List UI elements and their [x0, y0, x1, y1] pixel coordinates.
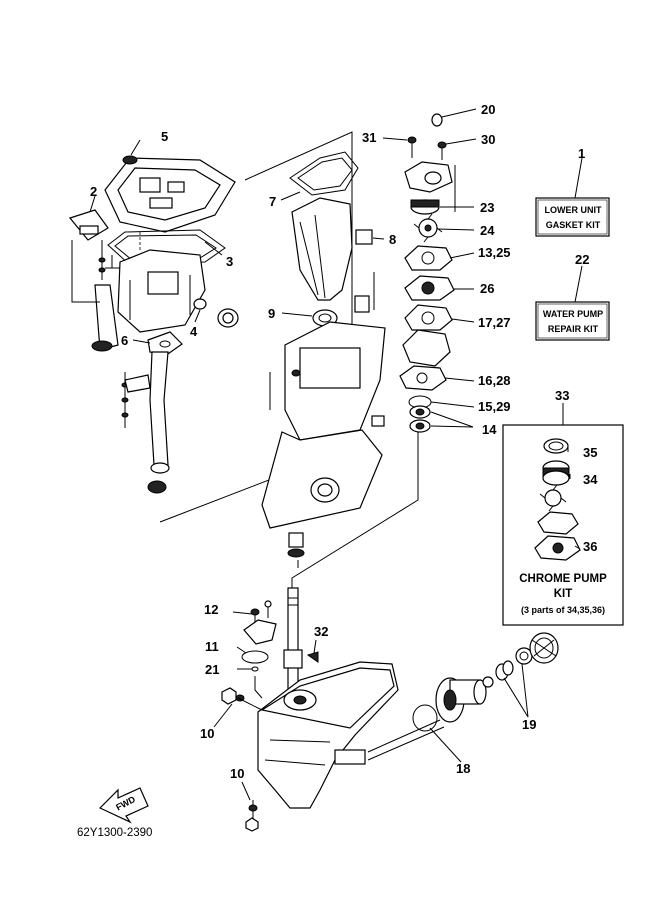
callout-21: 21: [205, 662, 219, 677]
outer-plate-cartridge: [402, 329, 451, 367]
callout-10-upper: 10: [200, 726, 214, 741]
driveshaft: [283, 587, 303, 694]
callout-11: 11: [205, 639, 219, 654]
lower-unit-gasket-kit-box: LOWER UNIT GASKET KIT: [535, 197, 610, 237]
callout-10-lower: 10: [230, 766, 244, 781]
impeller-24: [413, 213, 443, 243]
repair-kit-line1: WATER PUMP: [543, 309, 603, 319]
callout-15-29: 15,29: [478, 399, 511, 414]
bolt-12-and-plate: [243, 600, 277, 645]
oil-seals-14: [409, 405, 431, 433]
housing-bracket-lines: [159, 131, 456, 523]
callout-4: 4: [190, 324, 198, 339]
callout-12: 12: [204, 602, 218, 617]
dashed-guides-left: [71, 232, 141, 303]
bolt-10-lower: [245, 800, 259, 832]
o-ring-18: [412, 704, 438, 732]
o-ring-11: [241, 650, 269, 664]
callout-13-25: 13,25: [478, 245, 511, 260]
o-ring-21: [251, 666, 259, 672]
chrome-kit-line3: (3 parts of 34,35,36): [521, 605, 605, 615]
water-tube-assembly: [91, 255, 120, 352]
grommet-5: [122, 155, 138, 165]
callout-3: 3: [226, 254, 233, 269]
gasket-kit-line1: LOWER UNIT: [545, 205, 602, 215]
callout-8: 8: [389, 232, 396, 247]
callout-32: 32: [314, 624, 328, 639]
callout-34: 34: [583, 472, 598, 487]
callout-17-27: 17,27: [478, 315, 511, 330]
fwd-arrow: FWD: [98, 787, 149, 824]
leader-lines: [89, 108, 583, 801]
callout-24: 24: [480, 223, 495, 238]
oil-pan: [291, 197, 353, 301]
gasket-17-27: [404, 304, 453, 331]
water-tube: [147, 351, 170, 494]
damper-8: [355, 229, 373, 245]
chrome-pump-kit-box: CHROME PUMP KIT (3 parts of 34,35,36): [502, 424, 624, 626]
callout-33: 33: [555, 388, 569, 403]
plate-6: [147, 331, 183, 357]
gasket-13-25: [404, 245, 453, 271]
plate-26: [404, 275, 455, 301]
callout-22: 22: [575, 252, 589, 267]
callout-2: 2: [90, 184, 97, 199]
callout-18: 18: [456, 761, 470, 776]
bearings-19: [495, 632, 559, 681]
gear-case: [257, 661, 445, 809]
gasket-16-28: [399, 365, 447, 391]
callout-35: 35: [583, 445, 597, 460]
bolts-left: [98, 240, 151, 428]
callout-1: 1: [578, 146, 585, 161]
key-32: [306, 651, 319, 663]
upper-casing: [261, 272, 386, 529]
callout-16-28: 16,28: [478, 373, 511, 388]
bracket-2: [68, 209, 109, 241]
lower-housing-assembly: [117, 249, 206, 333]
callout-7: 7: [269, 194, 276, 209]
callout-31: 31: [362, 130, 376, 145]
insert-cartridge-23: [410, 199, 440, 215]
callout-9: 9: [268, 306, 275, 321]
callout-26: 26: [480, 281, 494, 296]
callout-19: 19: [522, 717, 536, 732]
chrome-kit-line1: CHROME PUMP: [519, 573, 607, 585]
chrome-kit-line2: KIT: [554, 588, 573, 600]
upper-casing-cover: [104, 157, 236, 233]
bushing-under-housing: [287, 532, 305, 568]
bearing-housing: [435, 676, 494, 723]
water-pump-repair-kit-box: WATER PUMP REPAIR KIT: [535, 301, 610, 341]
bracket-to-driveshaft-lines: [291, 432, 419, 590]
repair-kit-line2: REPAIR KIT: [548, 324, 599, 334]
gasket-kit-line2: GASKET KIT: [546, 220, 601, 230]
diagram-code: 62Y1300-2390: [77, 827, 152, 839]
callout-14: 14: [482, 422, 497, 437]
plug-4: [193, 298, 239, 328]
water-pump-housing-parts: [404, 113, 453, 193]
callout-20: 20: [481, 102, 495, 117]
callout-numbers: 1 2 3 4 5 6 7 8 9 10 10 11 12 13,25 14 1…: [90, 102, 598, 781]
callout-30: 30: [481, 132, 495, 147]
callout-23: 23: [480, 200, 494, 215]
gasket-7: [289, 151, 359, 196]
bolt-10-upper: [221, 687, 263, 711]
callout-6: 6: [121, 333, 128, 348]
callout-36: 36: [583, 539, 597, 554]
callout-5: 5: [161, 129, 168, 144]
